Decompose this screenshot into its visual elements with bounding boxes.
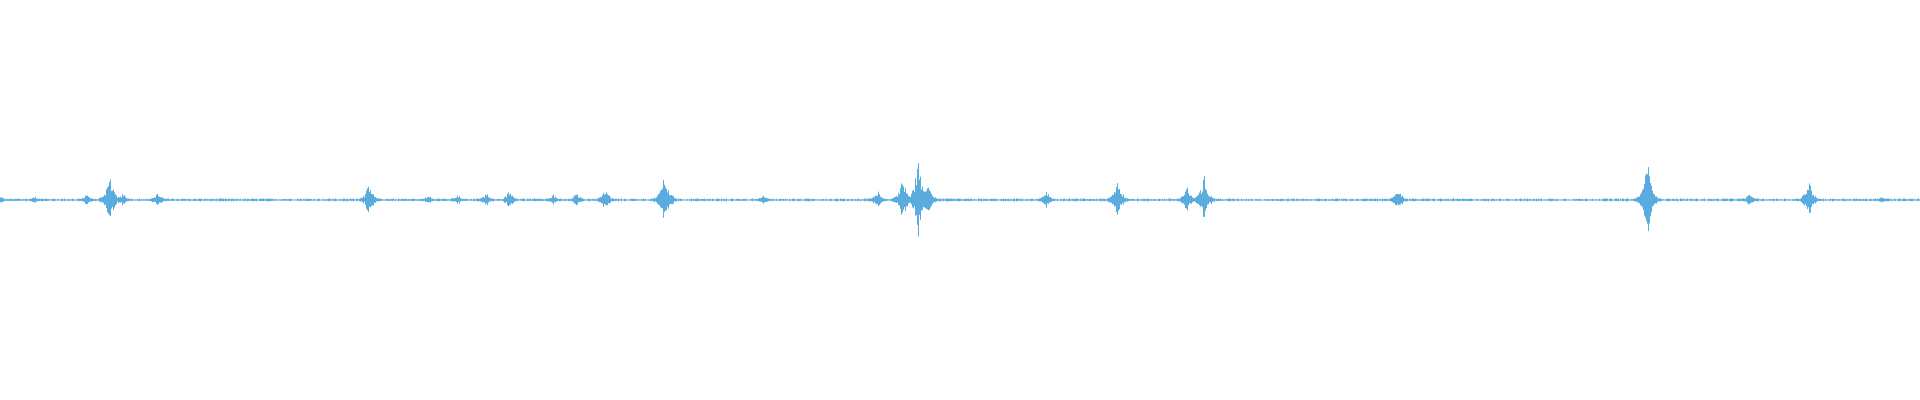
waveform-trace [0, 163, 1920, 237]
